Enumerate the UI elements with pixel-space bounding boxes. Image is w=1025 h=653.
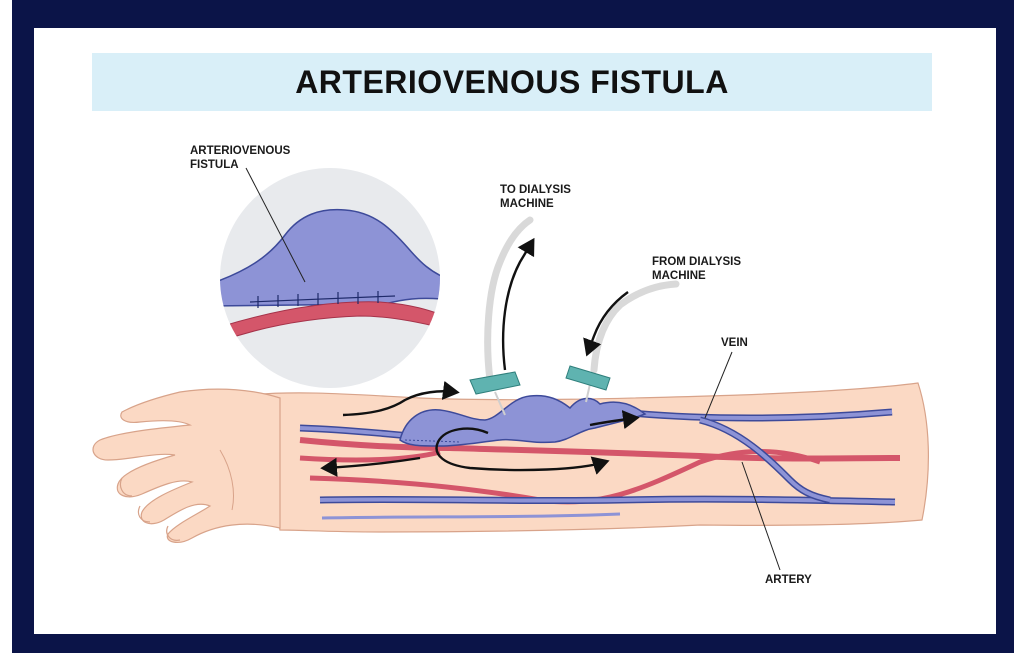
label-vein: VEIN: [721, 336, 748, 350]
label-from-dialysis-line2: MACHINE: [652, 269, 741, 283]
label-from-dialysis-line1: FROM DIALYSIS: [652, 255, 741, 269]
label-arteriovenous-fistula: ARTERIOVENOUS FISTULA: [190, 144, 290, 172]
needle-hub-left: [470, 372, 520, 394]
label-artery: ARTERY: [765, 573, 812, 587]
label-fistula-line1: ARTERIOVENOUS: [190, 144, 290, 158]
needle-hub-right: [566, 366, 610, 390]
flow-arrow-to-machine: [503, 242, 532, 370]
label-to-dialysis: TO DIALYSIS MACHINE: [500, 183, 571, 211]
hand: [93, 389, 280, 542]
label-to-dialysis-line2: MACHINE: [500, 197, 571, 211]
label-fistula-line2: FISTULA: [190, 158, 290, 172]
label-from-dialysis: FROM DIALYSIS MACHINE: [652, 255, 741, 283]
fistula-inset: [210, 168, 450, 388]
tube-to-dialysis: [488, 220, 530, 380]
label-to-dialysis-line1: TO DIALYSIS: [500, 183, 571, 197]
tube-from-dialysis: [594, 284, 676, 370]
